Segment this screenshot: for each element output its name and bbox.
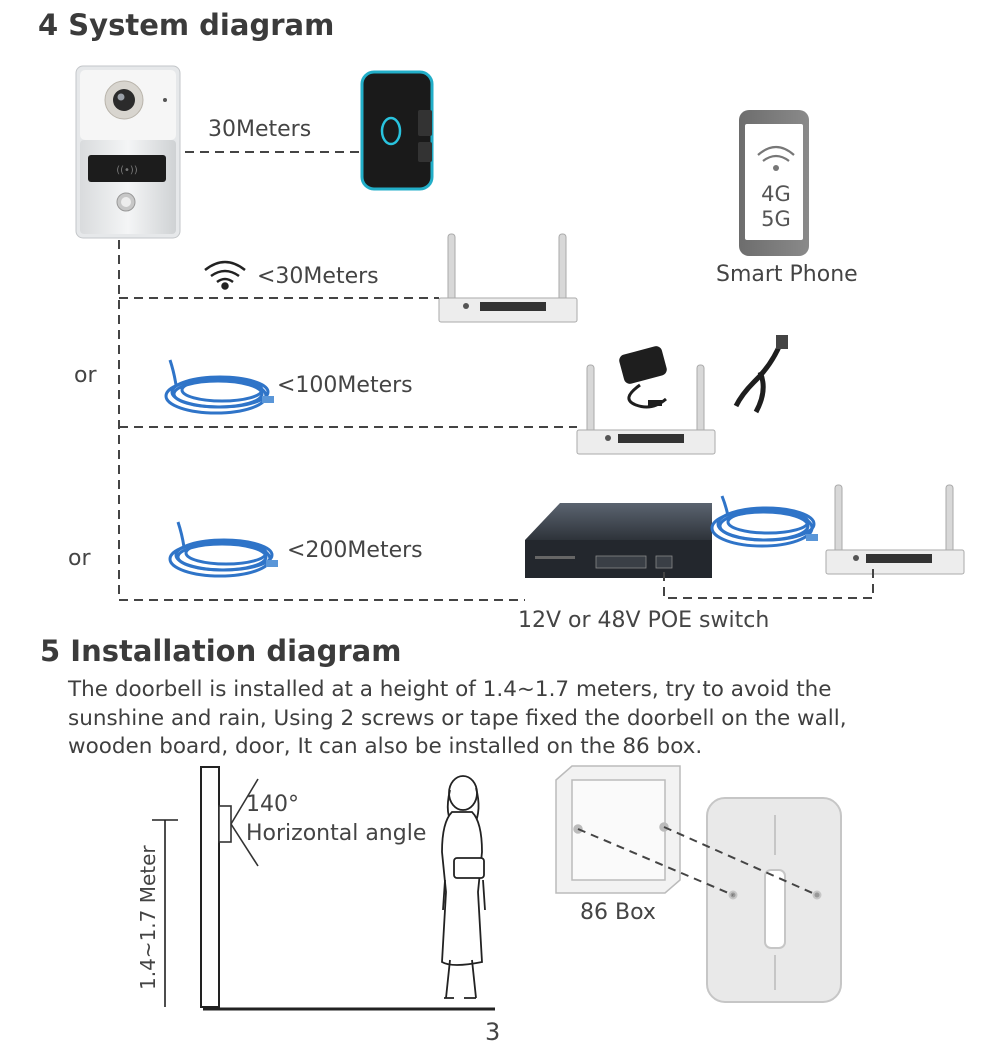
installation-diagram-title: 5 Installation diagram bbox=[40, 634, 402, 668]
angle-caption: Horizontal angle bbox=[246, 821, 427, 846]
person-icon bbox=[441, 775, 486, 999]
chime-icon bbox=[360, 70, 434, 191]
network-cable-icon-3 bbox=[710, 495, 818, 548]
height-marker bbox=[152, 819, 178, 1007]
phone-network-5g: 5G bbox=[761, 207, 791, 231]
smart-phone-icon: 4G 5G bbox=[739, 110, 809, 256]
cable-distance-label: <100Meters bbox=[277, 373, 413, 398]
chime-distance-label: 30Meters bbox=[208, 117, 312, 142]
router-icon-poe bbox=[825, 484, 965, 575]
poe-cable-distance-label: <200Meters bbox=[287, 538, 423, 563]
mounting-bracket-icon bbox=[706, 797, 842, 1003]
phone-network-4g: 4G bbox=[761, 182, 791, 206]
box-caption: 86 Box bbox=[580, 900, 656, 925]
or-label-1: or bbox=[74, 363, 97, 388]
router-icon-wifi bbox=[438, 233, 578, 323]
connection-lines bbox=[118, 151, 874, 601]
or-label-2: or bbox=[68, 546, 91, 571]
network-cable-icon-1 bbox=[164, 359, 274, 415]
height-label: 1.4~1.7 Meter bbox=[136, 845, 160, 990]
svg-text:((•)): ((•)) bbox=[116, 165, 138, 176]
page-number: 3 bbox=[485, 1018, 501, 1046]
paragraph-line-2: sunshine and rain, Using 2 screws or tap… bbox=[68, 705, 847, 731]
wifi-distance-label: <30Meters bbox=[257, 264, 379, 289]
poe-switch-caption: 12V or 48V POE switch bbox=[518, 608, 770, 633]
86-box-icon bbox=[555, 765, 681, 894]
wall-icon bbox=[200, 766, 495, 1011]
angle-label: 140° bbox=[246, 792, 299, 817]
poe-switch-icon bbox=[525, 503, 712, 578]
doorbell-icon: ((•)) bbox=[75, 65, 181, 239]
paragraph-line-1: The doorbell is installed at a height of… bbox=[68, 677, 832, 702]
doorbell-on-wall-icon bbox=[218, 778, 259, 867]
power-adapter-icon bbox=[619, 346, 667, 409]
router-icon-cable bbox=[576, 364, 716, 455]
smart-phone-caption: Smart Phone bbox=[716, 262, 858, 287]
screw-alignment-lines bbox=[577, 826, 818, 896]
wifi-icon bbox=[204, 260, 246, 290]
installation-paragraph: The doorbell is installed at a height of… bbox=[68, 676, 847, 762]
paragraph-line-3: wooden board, door, It can also be insta… bbox=[68, 734, 703, 759]
poe-splitter-icon bbox=[733, 335, 788, 414]
network-cable-icon-2 bbox=[168, 521, 278, 578]
system-diagram-title: 4 System diagram bbox=[38, 8, 335, 42]
